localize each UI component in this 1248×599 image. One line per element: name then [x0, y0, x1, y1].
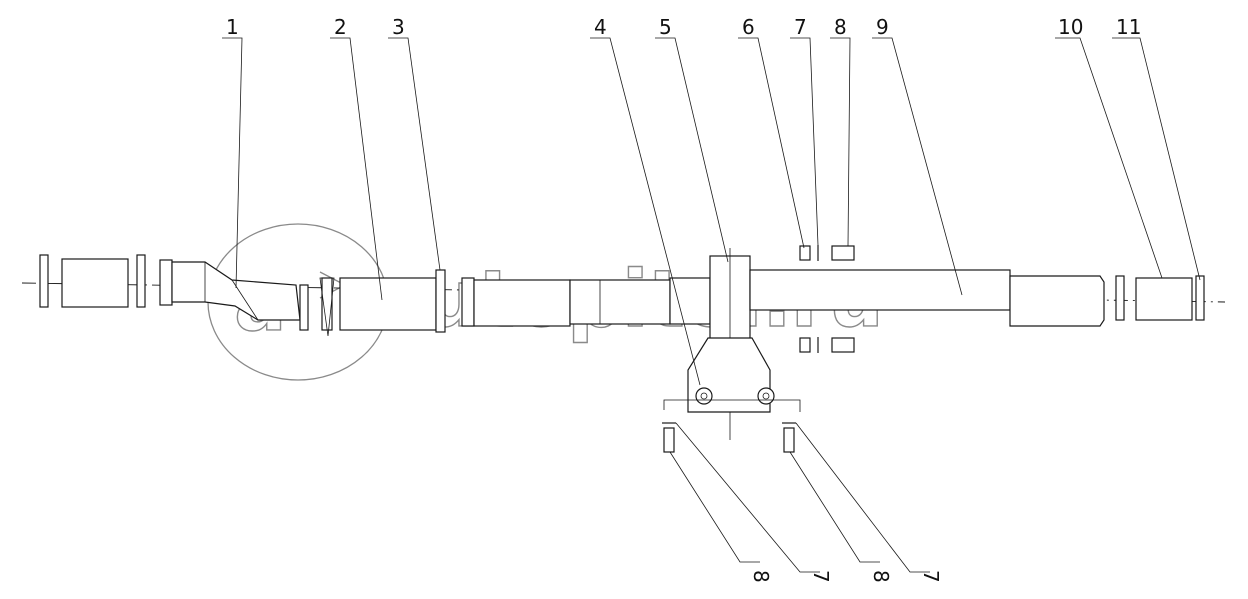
- callout-1: 1: [226, 15, 239, 39]
- callout-3: 3: [392, 15, 405, 39]
- left-end-fittings: [39, 254, 146, 308]
- callout-8-lower-left: 8: [749, 570, 773, 583]
- part-1-bent-pipe: [159, 259, 309, 331]
- callout-8: 8: [834, 15, 847, 39]
- bolts-lower-left: [662, 422, 676, 453]
- callout-8-lower-right: 8: [869, 570, 893, 583]
- callout-10: 10: [1058, 15, 1083, 39]
- callout-2: 2: [334, 15, 347, 39]
- part-2-sleeve: [319, 277, 437, 337]
- callout-4: 4: [594, 15, 607, 39]
- bolts-lower: [799, 337, 855, 353]
- callout-labels: 1 2 3 4 5 6 7 8 9 10 11 8 7 8 7: [226, 15, 1141, 583]
- part-3-clamp-ring: [435, 269, 446, 333]
- main-pipe-section: [461, 277, 671, 327]
- bolts-lower-right: [782, 422, 796, 453]
- callout-9: 9: [876, 15, 889, 39]
- part-9-tail-pipe: [749, 269, 1105, 327]
- part-10-11-end-cap: [1115, 275, 1205, 321]
- callout-7-lower-left: 7: [809, 570, 833, 583]
- callout-11: 11: [1116, 15, 1141, 39]
- leader-lines: [222, 37, 1201, 573]
- callout-7-lower-right: 7: [919, 570, 943, 583]
- bolts-upper: [799, 245, 855, 261]
- callout-7: 7: [794, 15, 807, 39]
- callout-5: 5: [659, 15, 672, 39]
- callout-6: 6: [742, 15, 755, 39]
- part-4-5-bracket-assembly: [663, 248, 801, 440]
